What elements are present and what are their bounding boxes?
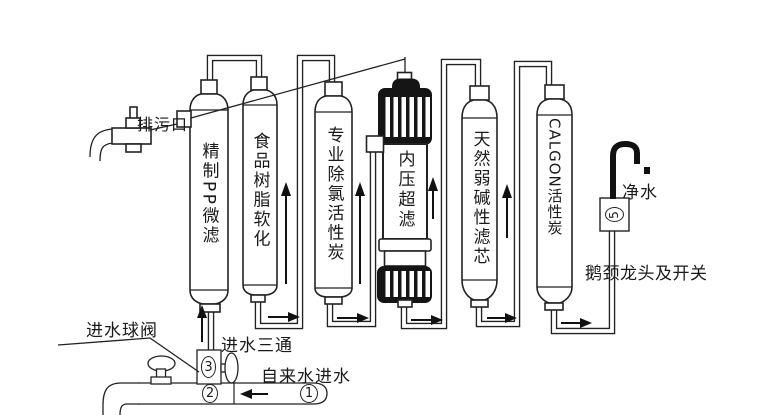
filter-vessel-6 bbox=[536, 84, 573, 311]
pipe-filter3-to-filter4 bbox=[326, 144, 377, 328]
filter-vessel-2 bbox=[242, 76, 278, 303]
filter-6-label: CALGON活性炭 bbox=[545, 118, 564, 236]
filter-2-label: 食品树脂软化 bbox=[249, 132, 270, 249]
inlet-tee-label: 进水三通 bbox=[221, 336, 293, 356]
uf-top-cap-ribs bbox=[385, 97, 430, 137]
marker-tap-inlet: 1 bbox=[300, 384, 318, 403]
inlet-assembly bbox=[102, 349, 328, 415]
pipe-filter5-to-filter6 bbox=[475, 60, 553, 328]
filter-1-label: 精制PP微滤 bbox=[198, 142, 219, 246]
gooseneck-faucet-label: 鹅颈龙头及开关 bbox=[585, 264, 708, 284]
filter-vessel-5 bbox=[461, 85, 498, 308]
drain-line-left bbox=[149, 123, 178, 131]
drain-outlet-label: 排污口 bbox=[137, 115, 189, 134]
clean-water-label: 净水 bbox=[622, 183, 658, 203]
water-drip-icon bbox=[644, 167, 650, 174]
drain-outlet-assembly bbox=[89, 106, 192, 162]
filter-vessel-4-ultrafiltration bbox=[365, 57, 432, 308]
marker-ball-valve: 2 bbox=[202, 384, 218, 403]
filter-3-label: 专业除氯活性炭 bbox=[323, 126, 344, 263]
gooseneck-spout bbox=[610, 140, 640, 199]
pipe-filter6-to-faucet bbox=[550, 212, 616, 335]
pipe-filter1-to-filter2-top bbox=[206, 54, 263, 84]
tee-side-opening bbox=[224, 352, 239, 384]
flow-arrows bbox=[197, 177, 592, 399]
valve-label-pointer-line bbox=[57, 337, 200, 373]
marker-faucet-switch-digit: 5 bbox=[606, 210, 622, 219]
tap-water-inlet-label: 自来水进水 bbox=[261, 367, 351, 387]
drain-spout-inner bbox=[99, 142, 114, 162]
filter-vessel-1 bbox=[189, 79, 229, 313]
inlet-main-pipe bbox=[138, 382, 328, 405]
inlet-elbow-outer bbox=[102, 382, 140, 415]
uf-bottom-cap-ribs bbox=[385, 271, 430, 297]
pipe-filter4-to-filter5 bbox=[400, 58, 482, 330]
inlet-elbow-inner bbox=[119, 403, 140, 415]
drain-line-diagonal bbox=[190, 58, 406, 119]
marker-tee: 3 bbox=[201, 356, 216, 378]
filter-5-label: 天然弱碱性滤芯 bbox=[469, 130, 490, 267]
marker-faucet-switch: 5 bbox=[604, 207, 624, 222]
inlet-ball-valve-label: 进水球阀 bbox=[86, 321, 158, 341]
drain-spout-outer bbox=[89, 128, 114, 158]
pipe-filter2-to-filter3 bbox=[254, 54, 336, 330]
drain-line-fitting bbox=[176, 110, 192, 128]
filter-vessel-3 bbox=[314, 81, 353, 305]
filter-4-label: 内压超滤 bbox=[394, 150, 415, 230]
uf-side-port bbox=[365, 135, 385, 153]
